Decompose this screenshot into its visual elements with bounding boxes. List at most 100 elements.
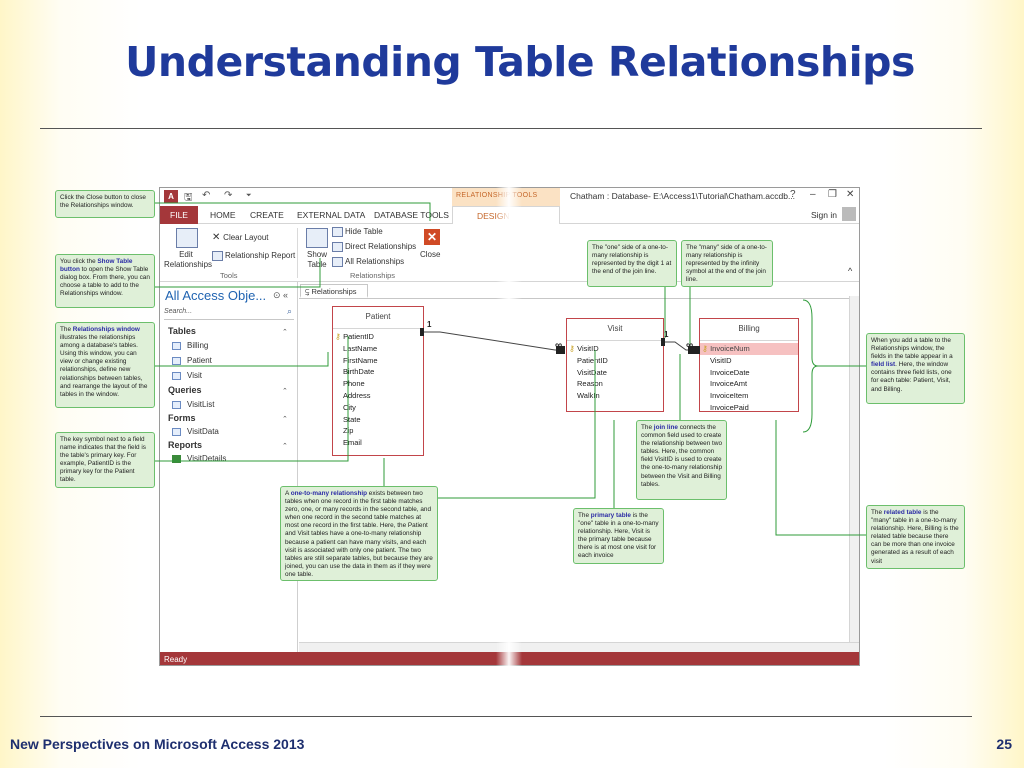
field-invoiceamt[interactable]: InvoiceAmt — [710, 379, 748, 389]
field-patientid[interactable]: PatientID — [577, 355, 608, 365]
restore-button[interactable]: ❐ — [828, 189, 837, 200]
edit-relationships-button[interactable]: Edit Relationships — [164, 250, 213, 269]
field-visitid[interactable]: VisitID — [710, 355, 732, 365]
horizontal-scrollbar[interactable] — [299, 642, 859, 652]
hide-table-button[interactable]: Hide Table — [332, 227, 383, 237]
nav-item-patient[interactable]: Patient — [172, 356, 212, 365]
callout-text: A — [285, 490, 291, 497]
nav-group-queries[interactable]: Queries — [168, 385, 202, 395]
relationship-report-label: Relationship Report — [225, 251, 296, 261]
save-icon[interactable]: 🖫 — [184, 192, 193, 203]
nav-item-visitlist[interactable]: VisitList — [172, 400, 214, 409]
window-close-button[interactable]: ✕ — [846, 189, 855, 200]
patient-field-list[interactable]: Patient ⚷ PatientID LastName FirstName B… — [332, 306, 424, 456]
nav-item-billing[interactable]: Billing — [172, 341, 208, 350]
nav-item-visitdetails[interactable]: VisitDetails — [172, 454, 226, 463]
minimize-button[interactable]: – — [810, 189, 816, 200]
billing-field-list[interactable]: Billing ⚷ InvoiceNum VisitID InvoiceDate… — [699, 318, 799, 412]
callout-text: . Here, the window contains three field … — [871, 361, 952, 393]
field-lastname[interactable]: LastName — [343, 343, 378, 353]
nav-item-label: VisitData — [187, 427, 219, 436]
field-email[interactable]: Email — [343, 438, 362, 448]
callout-one-side: The "one" side of a one-to-many relation… — [587, 240, 677, 287]
field-patientid[interactable]: ⚷ PatientID — [333, 331, 423, 343]
field-invoicepaid[interactable]: InvoicePaid — [710, 402, 749, 412]
collapse-ribbon-icon[interactable]: ^ — [848, 266, 853, 276]
billing-table-name: Billing — [700, 319, 798, 341]
tab-create[interactable]: CREATE — [250, 210, 284, 220]
nav-group-reports[interactable]: Reports — [168, 440, 203, 450]
tab-database-tools[interactable]: DATABASE TOOLS — [374, 210, 449, 220]
relationship-report-button[interactable]: Relationship Report — [212, 251, 295, 261]
chevron-up-icon[interactable]: ⌃ — [282, 329, 288, 336]
show-table-button[interactable]: Show Table — [306, 250, 327, 269]
nav-search-input[interactable]: Search... ⌕ — [164, 306, 294, 320]
callout-many-side: The "many" side of a one-to-many relatio… — [681, 240, 773, 287]
search-icon[interactable]: ⌕ — [286, 306, 292, 316]
chevron-up-icon[interactable]: ⌃ — [282, 388, 288, 395]
field-address[interactable]: Address — [343, 390, 371, 400]
sign-in-link[interactable]: Sign in — [811, 210, 837, 220]
avatar[interactable] — [842, 207, 856, 221]
close-relationships-icon[interactable]: ✕ — [424, 229, 440, 245]
patient-table-name: Patient — [333, 307, 423, 329]
show-table-icon — [306, 228, 328, 248]
field-phone[interactable]: Phone — [343, 379, 365, 389]
report-icon — [212, 251, 223, 261]
nav-item-visitdata[interactable]: VisitData — [172, 427, 219, 436]
relationships-tab-label: Relationships — [311, 287, 357, 296]
clear-layout-label: Clear Layout — [223, 233, 269, 242]
field-invoicedate[interactable]: InvoiceDate — [710, 367, 750, 377]
undo-icon[interactable]: ↶ — [202, 190, 211, 201]
field-birthdate[interactable]: BirthDate — [343, 367, 375, 377]
field-walkin[interactable]: WalkIn — [577, 391, 600, 401]
nav-item-label: VisitList — [187, 400, 215, 409]
callout-one-to-many: A one-to-many relationship exists betwee… — [280, 486, 438, 581]
visit-field-list[interactable]: Visit ⚷ VisitID PatientID VisitDate Reas… — [566, 318, 664, 412]
field-city[interactable]: City — [343, 402, 356, 412]
close-relationships-button[interactable]: Close — [420, 250, 441, 259]
field-invoiceitem[interactable]: InvoiceItem — [710, 391, 749, 401]
tab-external-data[interactable]: EXTERNAL DATA — [297, 210, 366, 220]
nav-item-visit[interactable]: Visit — [172, 371, 202, 380]
nav-pane-title[interactable]: All Access Obje... — [165, 288, 267, 303]
many-symbol: ∞ — [686, 340, 694, 351]
vertical-scrollbar[interactable] — [849, 296, 859, 642]
field-visitid[interactable]: ⚷ VisitID — [567, 343, 663, 355]
tab-home[interactable]: HOME — [210, 210, 236, 220]
direct-relationships-label: Direct Relationships — [345, 242, 417, 252]
hide-table-label: Hide Table — [345, 227, 383, 237]
field-firstname[interactable]: FirstName — [343, 355, 378, 365]
chevron-up-icon[interactable]: ⌃ — [282, 416, 288, 423]
clear-layout-button[interactable]: ✕ Clear Layout — [212, 232, 269, 243]
callout-term: field list — [871, 361, 896, 369]
callout-term: Relationships window — [72, 326, 140, 333]
nav-group-forms[interactable]: Forms — [168, 413, 196, 423]
leader-field-list — [802, 299, 866, 433]
nav-pane-controls[interactable]: ⊙ « — [273, 290, 289, 300]
redo-icon[interactable]: ↷ — [224, 190, 233, 201]
group-separator — [297, 228, 298, 278]
navigation-pane: All Access Obje... ⊙ « Search... ⌕ Tables… — [160, 282, 298, 654]
tab-file[interactable]: FILE — [160, 206, 198, 224]
chevron-up-icon[interactable]: ⌃ — [282, 443, 288, 450]
field-invoicenum[interactable]: ⚷ InvoiceNum — [700, 343, 798, 355]
clear-layout-icon: ✕ — [212, 232, 224, 243]
callout-term: related table — [883, 509, 922, 516]
nav-group-tables[interactable]: Tables — [168, 326, 196, 336]
key-icon: ⚷ — [335, 332, 344, 341]
field-state[interactable]: State — [343, 414, 361, 424]
callout-text: is the "one" table in a one-to-many rela… — [578, 512, 659, 560]
all-relationships-button[interactable]: All Relationships — [332, 257, 404, 267]
nav-search-placeholder: Search... — [164, 308, 193, 315]
callout-term: join line — [653, 424, 678, 431]
one-symbol: 1 — [664, 330, 669, 339]
key-icon: ⚷ — [702, 344, 711, 353]
customize-toolbar-icon[interactable]: ⏷ — [246, 192, 252, 199]
field-reason[interactable]: Reason — [577, 379, 603, 389]
help-button[interactable]: ? — [790, 189, 796, 200]
field-visitdate[interactable]: VisitDate — [577, 367, 607, 377]
direct-relationships-button[interactable]: Direct Relationships — [332, 242, 416, 252]
join-end-marker — [556, 346, 565, 354]
